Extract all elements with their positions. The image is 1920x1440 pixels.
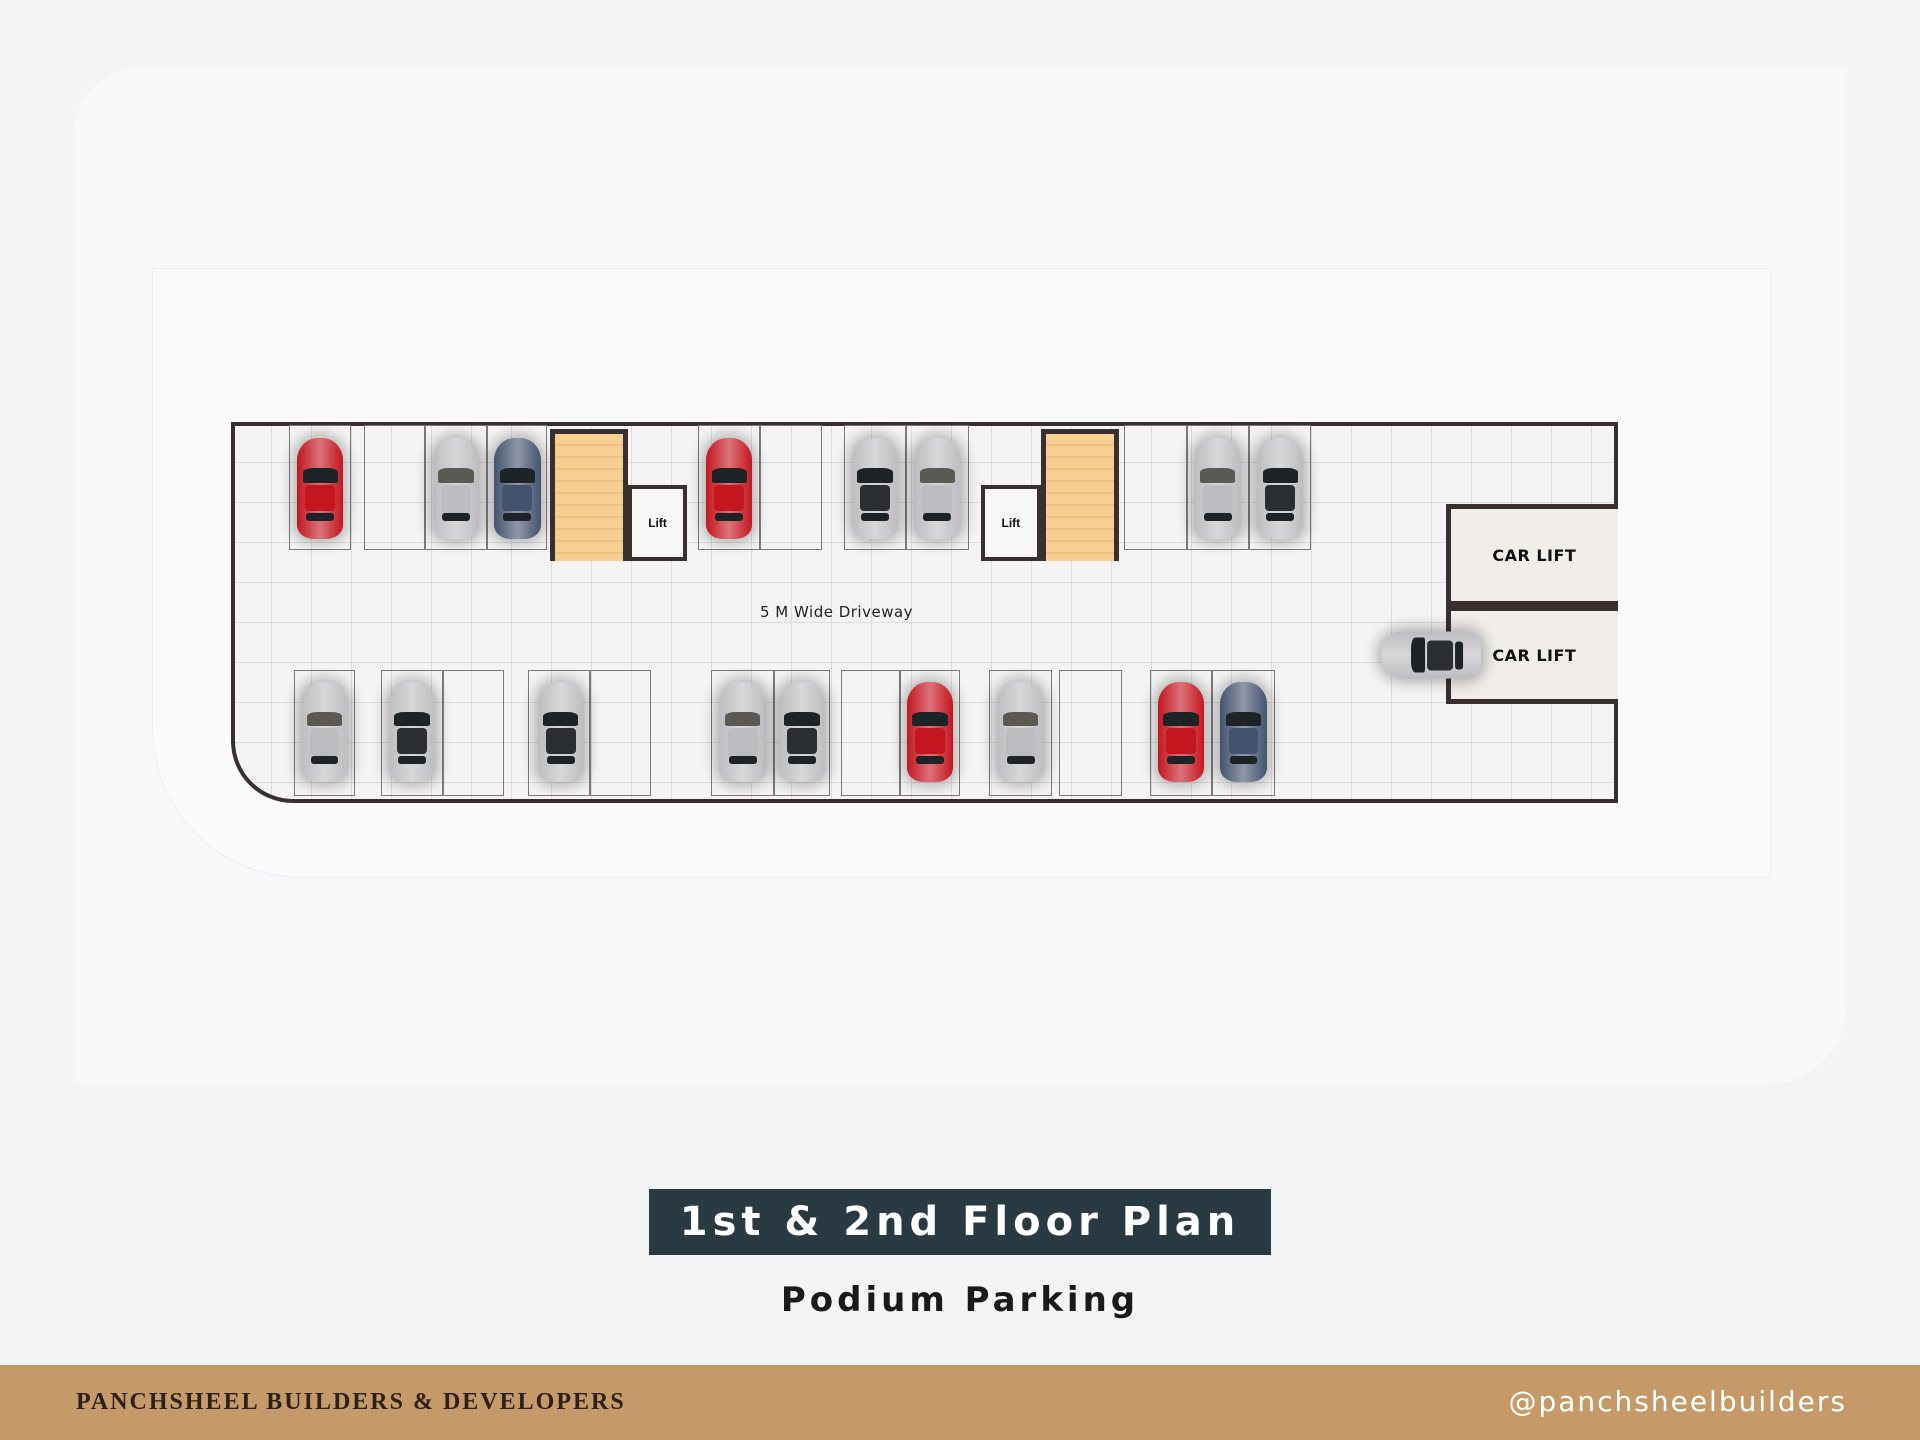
car-icon — [301, 682, 348, 783]
parking-stall — [1124, 424, 1187, 550]
lift: Lift — [628, 484, 687, 561]
staircase — [1040, 428, 1120, 561]
staircase — [549, 428, 629, 561]
company-name: PANCHSHEEL BUILDERS & DEVELOPERS — [76, 1389, 626, 1415]
parking-stall — [380, 669, 444, 796]
parking-stall — [1248, 424, 1312, 550]
parking-stall — [900, 669, 960, 796]
car-icon — [906, 682, 954, 783]
parking-stall — [1149, 669, 1213, 796]
car-icon — [1194, 438, 1241, 539]
car-icon — [719, 682, 766, 783]
car-icon — [1220, 682, 1267, 783]
car-icon — [388, 682, 436, 783]
car-icon — [851, 438, 899, 539]
parking-stall — [843, 424, 907, 550]
lift: Lift — [980, 484, 1041, 561]
lift-label: Lift — [1001, 515, 1021, 530]
car-lift: CAR LIFT — [1446, 504, 1618, 607]
parking-stall — [424, 424, 488, 550]
driveway-label: 5 M Wide Driveway — [760, 603, 914, 621]
parking-stall — [711, 669, 774, 796]
page-subtitle: Podium Parking — [780, 1280, 1140, 1320]
parking-stall — [906, 424, 969, 550]
car-icon — [537, 682, 585, 783]
parking-stall — [288, 424, 352, 550]
car-icon — [914, 438, 961, 539]
parking-stall — [697, 424, 761, 550]
parking-stall — [443, 669, 505, 796]
parking-stall — [590, 669, 652, 796]
car-icon — [1157, 682, 1205, 783]
footer-bar: PANCHSHEEL BUILDERS & DEVELOPERS @panchs… — [0, 1365, 1920, 1440]
car-icon — [997, 682, 1044, 783]
page-title: 1st & 2nd Floor Plan — [649, 1189, 1271, 1255]
parking-stall — [1186, 424, 1249, 550]
car-icon — [296, 438, 344, 539]
parking-stall — [773, 669, 831, 796]
parking-stall — [363, 424, 425, 550]
parking-stall — [760, 424, 822, 550]
lift-label: Lift — [648, 515, 667, 530]
car-icon — [494, 438, 541, 539]
car-icon — [1256, 438, 1304, 539]
parking-stall — [1212, 669, 1275, 796]
car-icon — [1381, 631, 1482, 679]
car-icon — [432, 438, 480, 539]
social-handle[interactable]: @panchsheelbuilders — [1508, 1385, 1847, 1418]
parking-stall — [841, 669, 900, 796]
parking-stall — [989, 669, 1052, 796]
parking-stall — [487, 424, 548, 550]
parking-stall — [527, 669, 591, 796]
car-icon — [705, 438, 753, 539]
car-icon — [778, 682, 826, 783]
car-lift-label: CAR LIFT — [1492, 645, 1577, 665]
car-lift-label: CAR LIFT — [1492, 545, 1577, 565]
parking-stall — [1059, 669, 1122, 796]
parking-stall — [293, 669, 356, 796]
